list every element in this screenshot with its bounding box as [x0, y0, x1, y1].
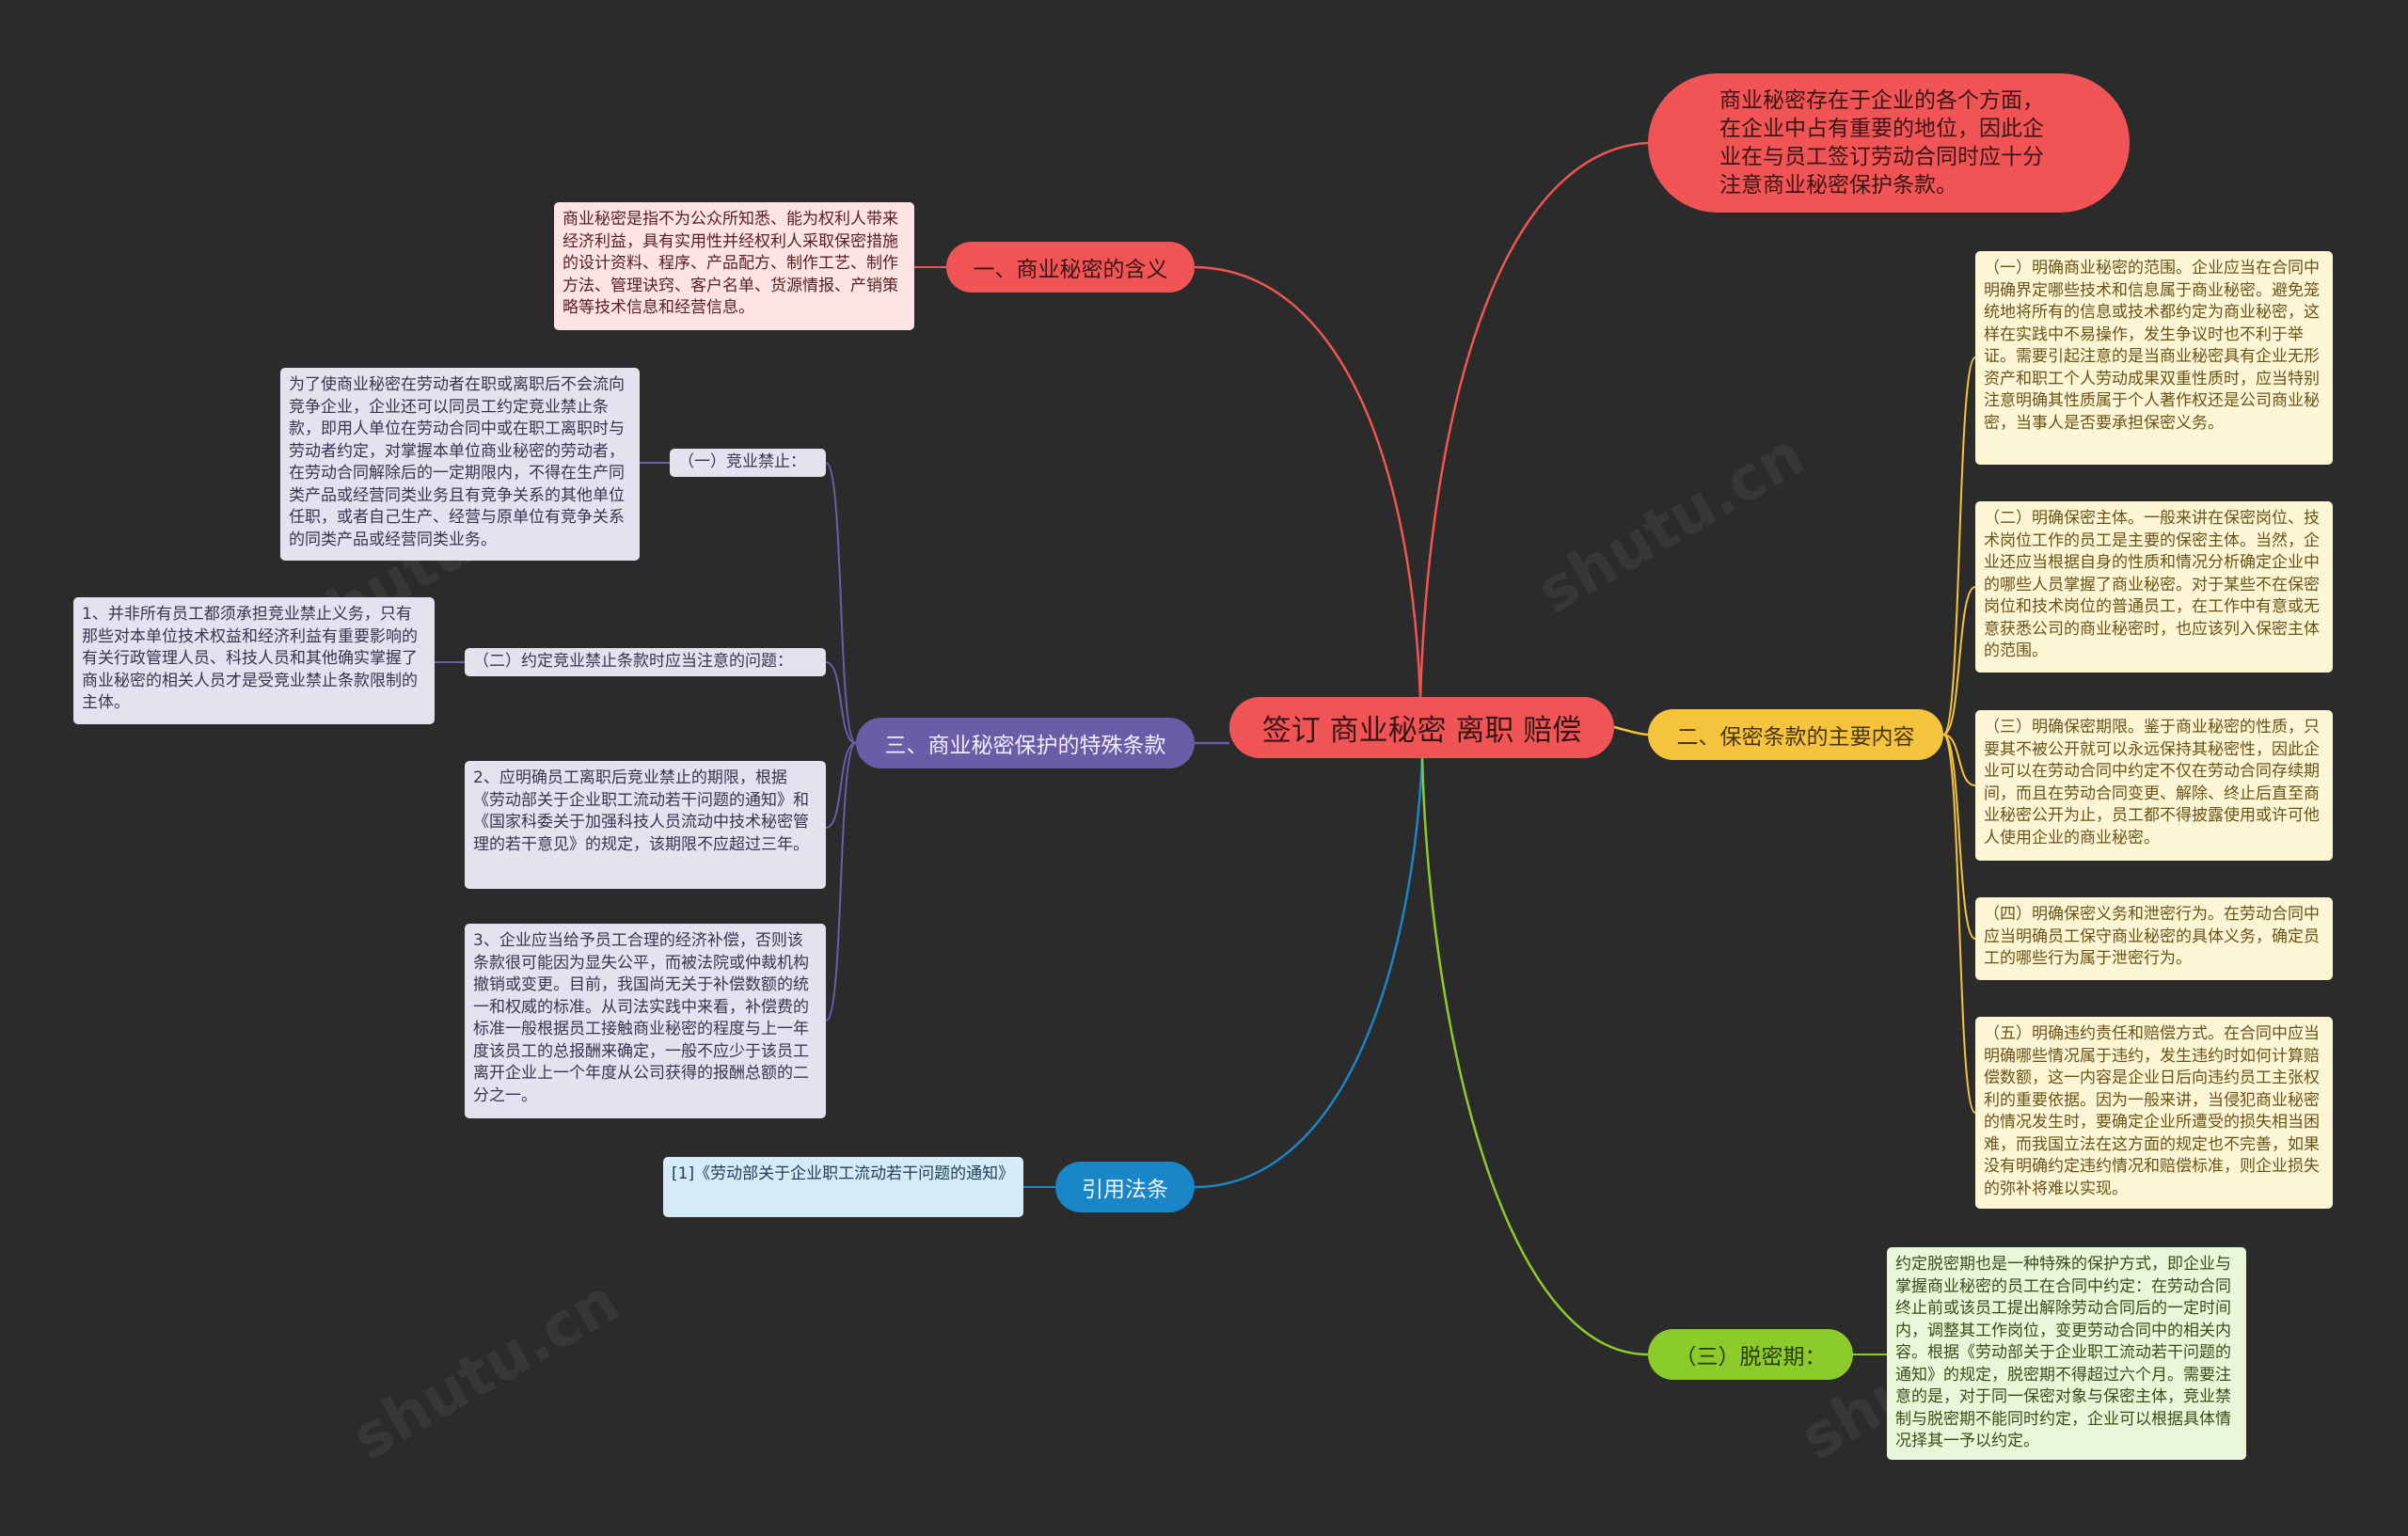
branch-clause-content-label: 二、保密条款的主要内容	[1676, 725, 1915, 750]
declassification-detail-text: 约定脱密期也是一种特殊的保护方式，即企业与掌握商业秘密的员工在合同中约定：在劳动…	[1895, 1255, 2231, 1450]
non-compete-note-3-text: 3、企业应当给予员工合理的经济补偿，否则该条款很可能因为显失公平，而被法院或仲裁…	[473, 931, 809, 1105]
branch-cited-law-label: 引用法条	[1082, 1178, 1168, 1202]
meaning-detail-text: 商业秘密是指不为公众所知悉、能为权利人带来经济利益，具有实用性并经权利人采取保密…	[562, 210, 898, 317]
intro-bubble[interactable]: 商业秘密存在于企业的各个方面，在企业中占有重要的地位，因此企业在与员工签订劳动合…	[1648, 73, 2130, 213]
non-compete-note-2: 2、应明确员工离职后竞业禁止的期限，根据《劳动部关于企业职工流动若干问题的通知》…	[465, 761, 826, 889]
branch-special-clauses[interactable]: 三、商业秘密保护的特殊条款	[856, 718, 1195, 768]
center-topic[interactable]: 签订 商业秘密 离职 赔偿	[1229, 697, 1614, 758]
clause-item-5-text: （五）明确违约责任和赔偿方式。在合同中应当明确哪些情况属于违约，发生违约时如何计…	[1984, 1024, 2320, 1198]
branch-clause-content[interactable]: 二、保密条款的主要内容	[1648, 709, 1943, 760]
clause-item-4: （四）明确保密义务和泄密行为。在劳动合同中应当明确员工保守商业秘密的具体义务，确…	[1975, 897, 2333, 980]
clause-item-1: （一）明确商业秘密的范围。企业应当在合同中明确界定哪些技术和信息属于商业秘密。避…	[1975, 251, 2333, 465]
center-topic-label: 签订 商业秘密 离职 赔偿	[1261, 714, 1582, 748]
link-branch3-sub1	[825, 462, 857, 744]
clause-item-2: （二）明确保密主体。一般来讲在保密岗位、技术岗位工作的员工是主要的保密主体。当然…	[1975, 501, 2333, 673]
branch-meaning[interactable]: 一、商业秘密的含义	[946, 242, 1195, 293]
link-branch2-item4	[1942, 734, 1976, 940]
clause-item-3: （三）明确保密期限。鉴于商业秘密的性质，只要其不被公开就可以永远保持其秘密性，因…	[1975, 710, 2333, 861]
branch-declassification-period-label: （三）脱密期：	[1674, 1345, 1827, 1370]
non-compete-detail: 为了使商业秘密在劳动者在职或离职后不会流向竞争企业，企业还可以同员工约定竞业禁止…	[280, 368, 640, 561]
non-compete-label-text: （一）竞业禁止：	[678, 452, 806, 471]
link-branch2-item5	[1942, 734, 1976, 1114]
branch-special-clauses-label: 三、商业秘密保护的特殊条款	[884, 734, 1166, 758]
non-compete-label[interactable]: （一）竞业禁止：	[670, 449, 826, 477]
non-compete-note-2-text: 2、应明确员工离职后竞业禁止的期限，根据《劳动部关于企业职工流动若干问题的通知》…	[473, 768, 809, 854]
clause-item-5: （五）明确违约责任和赔偿方式。在合同中应当明确哪些情况属于违约，发生违约时如何计…	[1975, 1017, 2333, 1209]
non-compete-note-1: 1、并非所有员工都须承担竞业禁止义务，只有那些对本单位技术权益和经济利益有重要影…	[73, 597, 435, 724]
meaning-detail: 商业秘密是指不为公众所知悉、能为权利人带来经济利益，具有实用性并经权利人采取保密…	[554, 202, 914, 330]
link-branch3-sub2	[825, 661, 857, 744]
link-branch2-item2	[1942, 586, 1976, 736]
branch-meaning-label: 一、商业秘密的含义	[973, 258, 1168, 282]
link-center-branch1	[1194, 265, 1422, 699]
intro-text: 商业秘密存在于企业的各个方面，在企业中占有重要的地位，因此企业在与员工签订劳动合…	[1719, 88, 2044, 198]
link-center-intro	[1418, 141, 1649, 699]
non-compete-note-1-text: 1、并非所有员工都须承担竞业禁止义务，只有那些对本单位技术权益和经济利益有重要影…	[82, 605, 418, 712]
declassification-detail: 约定脱密期也是一种特殊的保护方式，即企业与掌握商业秘密的员工在合同中约定：在劳动…	[1887, 1247, 2246, 1460]
link-center-branch2	[1613, 725, 1649, 736]
non-compete-detail-text: 为了使商业秘密在劳动者在职或离职后不会流向竞争企业，企业还可以同员工约定竞业禁止…	[289, 375, 625, 549]
clause-item-2-text: （二）明确保密主体。一般来讲在保密岗位、技术岗位工作的员工是主要的保密主体。当然…	[1984, 509, 2320, 660]
link-branch3-item3	[825, 742, 857, 1021]
link-branch2-item3	[1942, 734, 1976, 786]
clause-item-4-text: （四）明确保密义务和泄密行为。在劳动合同中应当明确员工保守商业秘密的具体义务，确…	[1984, 905, 2320, 968]
non-compete-notes-label[interactable]: （二）约定竞业禁止条款时应当注意的问题：	[465, 648, 826, 676]
cited-law-detail-text: [1]《劳动部关于企业职工流动若干问题的通知》	[672, 1164, 1015, 1183]
link-branch3-item2	[825, 742, 857, 829]
clause-item-1-text: （一）明确商业秘密的范围。企业应当在合同中明确界定哪些技术和信息属于商业秘密。避…	[1984, 259, 2320, 433]
non-compete-notes-label-text: （二）约定竞业禁止条款时应当注意的问题：	[473, 652, 793, 671]
branch-cited-law[interactable]: 引用法条	[1055, 1162, 1195, 1212]
non-compete-note-3: 3、企业应当给予员工合理的经济补偿，否则该条款很可能因为显失公平，而被法院或仲裁…	[465, 924, 826, 1118]
link-center-branch5	[1420, 757, 1649, 1356]
branch-declassification-period[interactable]: （三）脱密期：	[1648, 1329, 1853, 1380]
link-branch2-item1	[1942, 356, 1976, 736]
cited-law-detail[interactable]: [1]《劳动部关于企业职工流动若干问题的通知》	[663, 1157, 1023, 1217]
link-center-branch4	[1194, 757, 1424, 1189]
clause-item-3-text: （三）明确保密期限。鉴于商业秘密的性质，只要其不被公开就可以永远保持其秘密性，因…	[1984, 718, 2320, 847]
